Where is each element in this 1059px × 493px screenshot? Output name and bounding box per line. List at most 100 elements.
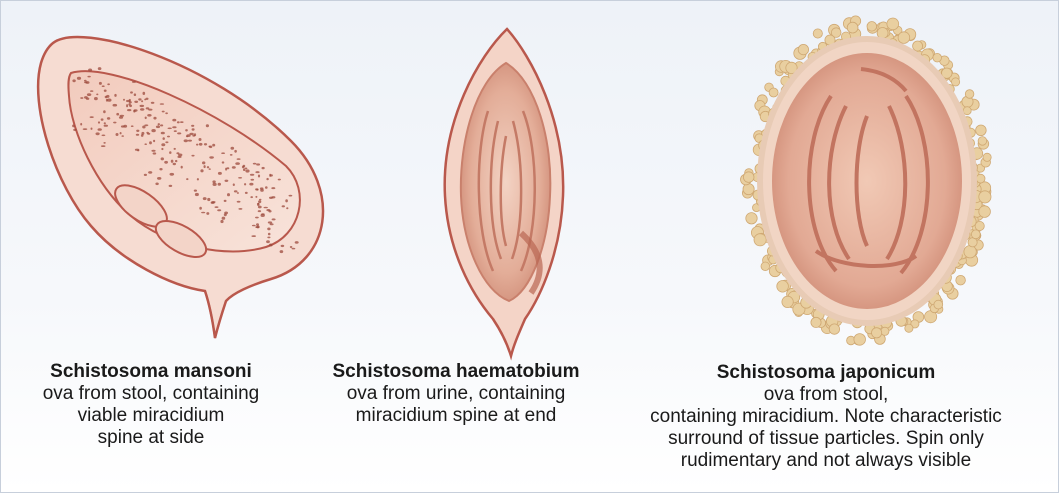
granule <box>209 168 211 170</box>
granule <box>91 128 93 130</box>
tissue-particle <box>983 153 991 161</box>
granule <box>237 192 239 194</box>
caption-line: ova from stool, <box>601 384 1051 406</box>
tissue-particle <box>956 275 966 285</box>
tissue-particle <box>867 22 877 32</box>
granule <box>101 145 106 147</box>
granule <box>215 206 219 208</box>
granule <box>252 225 256 227</box>
granule <box>272 218 276 220</box>
granule <box>224 213 227 216</box>
granule <box>169 185 173 187</box>
granule <box>231 147 235 150</box>
granule <box>185 129 188 131</box>
granule <box>136 134 139 136</box>
granule <box>255 188 258 190</box>
granule <box>207 198 210 201</box>
tissue-particle <box>964 246 976 258</box>
granule <box>204 165 206 168</box>
granule <box>98 121 100 123</box>
granule <box>103 110 106 113</box>
granule <box>114 94 116 97</box>
granule <box>197 178 199 180</box>
tissue-particle <box>746 213 757 224</box>
caption-line: containing miracidium. Note characterist… <box>601 406 1051 428</box>
granule <box>206 212 209 215</box>
mansoni-egg <box>38 37 323 338</box>
tissue-particle <box>971 230 980 239</box>
granule <box>230 154 233 156</box>
granule <box>212 180 215 183</box>
granule <box>104 90 107 92</box>
granule <box>289 195 293 197</box>
granule <box>292 248 296 250</box>
tissue-particle <box>952 78 960 86</box>
tissue-particle <box>978 137 987 146</box>
japonicum-egg <box>741 16 992 345</box>
granule <box>245 169 249 172</box>
caption-title: Schistosoma haematobium <box>301 361 611 383</box>
granule <box>256 163 260 165</box>
granule <box>222 217 226 220</box>
granule <box>172 126 176 128</box>
granule <box>131 125 134 127</box>
granule <box>258 210 261 212</box>
granule <box>206 124 209 127</box>
tissue-particle <box>777 281 789 293</box>
granule <box>235 162 240 165</box>
granule <box>209 146 212 149</box>
granule <box>83 128 88 130</box>
granule <box>141 132 144 135</box>
granule <box>113 104 118 107</box>
granule <box>155 183 158 186</box>
granule <box>146 98 149 100</box>
granule <box>177 132 181 134</box>
granule <box>202 161 205 164</box>
tissue-particle <box>743 172 754 183</box>
granule <box>121 125 125 127</box>
granule <box>134 109 138 111</box>
granule <box>194 190 197 192</box>
caption-title: Schistosoma japonicum <box>601 362 1051 384</box>
granule <box>250 174 254 176</box>
tissue-particle <box>811 317 821 327</box>
caption-line: ova from stool, containing <box>11 383 291 405</box>
granule <box>278 179 281 181</box>
granule <box>209 156 214 158</box>
granule <box>255 217 259 219</box>
ova-illustrations <box>1 1 1059 361</box>
granule <box>134 101 138 103</box>
caption-line: surround of tissue particles. Spin only <box>601 428 1051 450</box>
granule <box>105 96 108 98</box>
granule <box>199 207 202 210</box>
caption-line: miracidium spine at end <box>301 405 611 427</box>
tissue-particle <box>887 18 899 30</box>
granule <box>159 168 162 170</box>
granule <box>260 189 264 192</box>
granule <box>271 187 275 189</box>
granule <box>90 116 94 118</box>
granule <box>290 246 293 248</box>
granule <box>232 166 236 169</box>
granule <box>213 183 217 186</box>
granule <box>218 183 221 186</box>
granule <box>186 178 188 180</box>
granule <box>116 113 119 116</box>
granule <box>295 241 299 244</box>
granule <box>156 126 160 129</box>
granule <box>195 193 199 196</box>
granule <box>249 183 253 186</box>
tissue-particle <box>976 125 987 136</box>
granule <box>196 144 198 146</box>
granule <box>171 160 174 163</box>
granule <box>132 81 136 83</box>
granule <box>126 104 128 107</box>
granule <box>165 112 168 114</box>
granule <box>178 154 182 157</box>
granule <box>146 107 150 109</box>
granule <box>94 97 98 100</box>
granule <box>161 148 163 150</box>
granule <box>221 152 225 154</box>
granule <box>160 124 163 126</box>
granule <box>270 223 274 225</box>
